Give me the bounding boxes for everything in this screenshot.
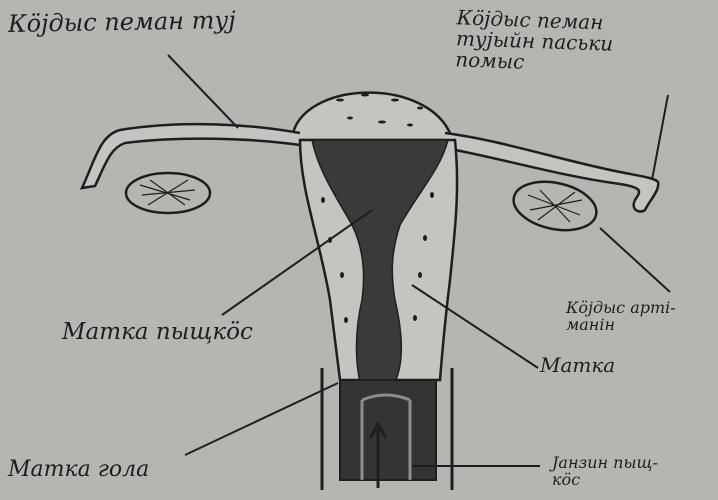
label-ovary-tube: Кӧjдыс пеман туj: [8, 8, 236, 37]
label-uterus-neck: Маткa голa: [8, 458, 149, 481]
label-uterus: Маткa: [540, 355, 615, 376]
leader-tube-fringe: [652, 95, 668, 180]
leader-uterus-neck: [185, 383, 338, 455]
label-ovary: Кӧjдыс артi- манiн: [566, 300, 676, 334]
label-tube-fringe: Кӧjдыс пеман туjыйн паськи помыс: [455, 7, 614, 75]
label-vagina: Jaнзин пыщ- кӧс: [552, 455, 658, 489]
label-uterus-cavity: Маткa пыщкӧс: [62, 320, 253, 344]
leader-ovary: [600, 228, 670, 292]
uterus-fundus: [292, 93, 452, 138]
leader-ovary-tube: [168, 55, 238, 128]
